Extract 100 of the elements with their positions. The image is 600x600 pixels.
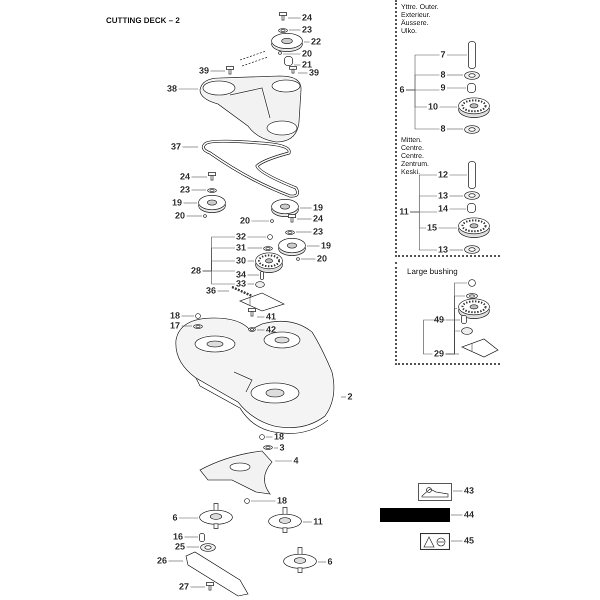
callout-number: 8 [440,70,446,80]
pin [203,214,207,218]
shaft [468,161,476,189]
callout-number: 19 [313,204,323,212]
callout-number: 10 [428,102,438,112]
callout-number: 15 [427,224,437,232]
bolt [206,582,214,591]
callout-number: 30 [236,256,246,266]
callout-number: 32 [236,232,246,242]
callout-number: 45 [464,536,474,546]
bolt [288,214,296,223]
leader-line [449,208,466,210]
leader-line [446,128,464,130]
spacer [467,83,476,93]
bearing [464,125,480,134]
callout-number: 16 [173,532,183,542]
callout-number: 4 [294,456,298,466]
leader-line [202,270,236,284]
screw [260,271,264,280]
callout-number: 37 [171,142,181,152]
leader-line [266,436,273,438]
callout-number: 11 [313,518,323,526]
bolt [248,308,256,317]
leader-line [247,236,266,238]
callout-number: 6 [328,558,332,566]
callout-number: 44 [464,510,474,520]
leader-line [298,72,308,74]
parts-panel [395,262,500,365]
callout-number: 7 [440,50,446,60]
diagram-title: CUTTING DECK – 2 [106,15,180,27]
washer [278,28,288,33]
callout-number: 8 [440,124,446,134]
gear-pulley [458,298,490,319]
callout-number: 21 [302,60,312,70]
callout-number: 24 [180,172,190,182]
callout-number: 25 [175,542,185,552]
callout-number: 13 [438,246,448,254]
callout-number: 18 [274,432,284,442]
callout-number: 39 [309,68,319,78]
leader-line [340,396,346,398]
leader-line [210,70,226,72]
nut [259,434,265,440]
callout-number: 33 [236,280,246,288]
callout-number: 9 [440,84,446,92]
pulley [271,33,303,52]
leader-line [439,106,458,108]
leader-line [274,460,292,462]
leader-line [300,258,316,260]
blade-guard [198,449,274,496]
leader-line [186,546,200,548]
callout-number: 2 [348,392,352,402]
callout-number: 39 [199,66,209,76]
nut [195,313,201,319]
callout-number: 23 [302,26,312,34]
gear-pulley [255,252,283,273]
leader-line [423,320,446,354]
spindle [283,547,317,573]
gear-pulley [458,217,490,238]
callout-number: 20 [317,254,327,264]
spacer [467,203,476,213]
warning-decal [420,533,450,550]
leader-line [450,540,463,542]
leader-line [449,174,468,176]
leader-line [184,536,198,538]
bolt [289,66,297,74]
spindle [268,507,302,533]
pulley [278,238,306,256]
leader-line [191,176,208,178]
callout-number: 20 [175,212,185,220]
callout-number: 6 [400,86,404,94]
washer [466,293,478,299]
callout-number: 14 [438,204,448,214]
shaft [468,41,476,69]
callout-number: 43 [464,486,474,496]
leader-line [452,490,463,492]
leader-line [217,290,230,292]
pin [278,51,282,55]
washer [207,188,217,193]
leader-line [446,74,464,76]
washer [263,445,273,450]
callout-number: 20 [240,216,250,226]
spring [230,285,254,298]
leader-line [446,54,468,56]
gear-pulley [458,97,490,118]
leader-line [410,212,438,250]
leader-line [178,88,198,90]
callout-number: 20 [302,50,312,58]
leader-line [247,260,254,262]
nut [468,279,476,287]
callout-number: 36 [206,286,216,296]
nut [267,234,273,240]
leader-line [296,218,312,220]
callout-number: 6 [172,514,178,522]
callout-number: 18 [170,312,180,320]
callout-number: 3 [280,444,284,452]
callout-number: 38 [167,84,177,94]
leader-line [247,274,260,276]
callout-number: 23 [313,228,323,236]
leader-line [182,146,198,148]
callout-number: 28 [191,266,201,276]
